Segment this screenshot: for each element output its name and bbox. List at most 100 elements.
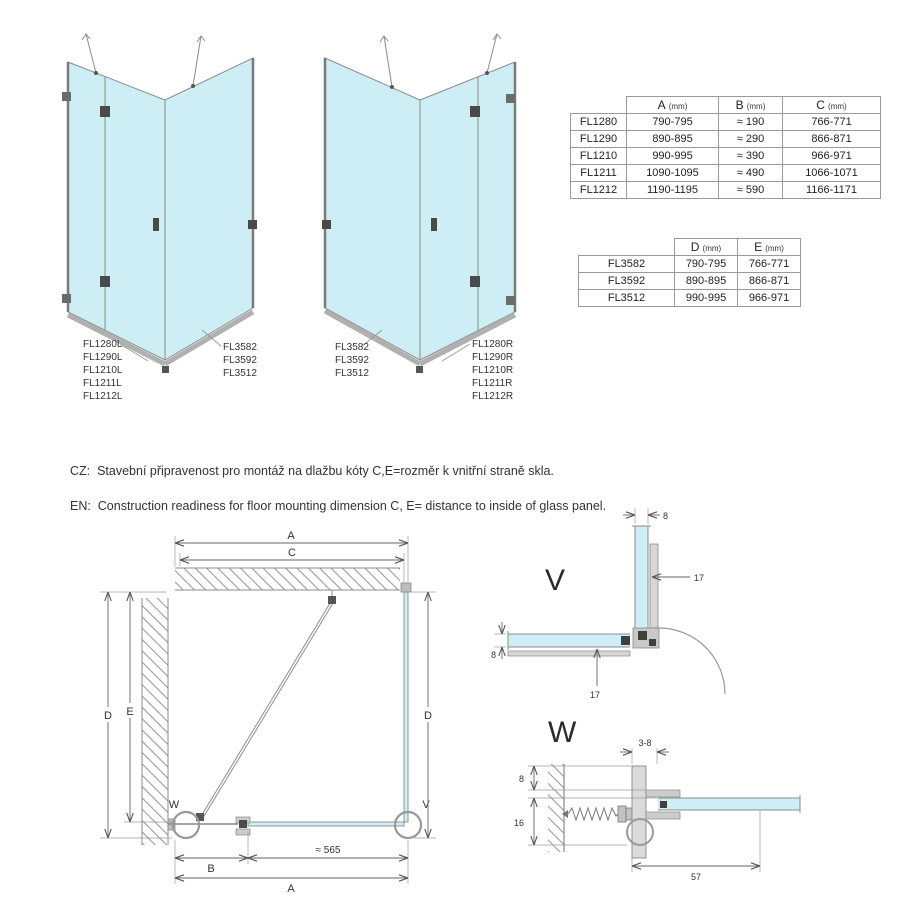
header-letter: C (816, 98, 825, 112)
pivot-block (239, 820, 247, 828)
right-enclosure-drawing: FL3582 FL3592 FL3512 FL1280R FL1290R FL1… (322, 33, 517, 402)
dimensions: 8 17 8 17 (491, 508, 704, 700)
door-top-pivot (328, 596, 336, 604)
wall-profile (400, 582, 412, 593)
support-bar (486, 33, 498, 74)
screw-washer (625, 807, 633, 821)
anchor-screw-tip (562, 810, 568, 818)
hinge-pivot (626, 818, 654, 846)
col-header-D: D (mm) (674, 238, 738, 256)
detail-w-title: W (548, 716, 577, 749)
value-cell: 966-971 (737, 289, 801, 307)
dim-a-bottom-label: A (287, 883, 295, 895)
support-bar-arrow (492, 33, 502, 41)
label-backing (122, 703, 138, 718)
corner-section (507, 525, 726, 695)
value-cell: 990-995 (674, 289, 738, 307)
product-code: FL1290L (83, 352, 123, 363)
product-code: FL1280L (83, 339, 123, 350)
header-letter: D (690, 240, 700, 254)
dim-profile-right-label: 17 (694, 573, 704, 583)
product-code: FL1280R (472, 339, 513, 350)
table-row: FL1212 1190-1195 ≈ 590 1166-1171 (570, 181, 881, 199)
left-enclosure-drawing: FL1280L FL1290L FL1210L FL1211L FL1212L … (62, 33, 257, 402)
value-cell: 1166-1171 (782, 181, 881, 199)
dim-e-label: E (126, 706, 133, 718)
hinge (470, 106, 480, 117)
wall-hatch (548, 764, 564, 852)
header-unit: (mm) (668, 102, 688, 111)
value-cell: ≈ 490 (718, 164, 783, 182)
table-row: FL1290 890-895 ≈ 290 866-871 (570, 130, 881, 148)
corner-bolt (621, 636, 630, 645)
hinge-plate (235, 828, 251, 836)
dim-d-left-label: D (104, 710, 112, 722)
product-code: FL1210R (472, 365, 513, 376)
product-code: FL3592 (335, 355, 369, 366)
support-bar-mount (390, 85, 394, 89)
dim-door-label: ≈ 565 (316, 845, 341, 856)
walls (141, 567, 400, 845)
dim-upper-label: 8 (519, 774, 524, 784)
dim-profile-bottom-label: 17 (590, 690, 600, 700)
dim-glass-top-label: 8 (663, 511, 668, 521)
value-cell: 1090-1095 (626, 164, 719, 182)
value-cell: 766-771 (782, 113, 881, 131)
dim-lower-label: 16 (514, 818, 524, 828)
hinge-section (548, 764, 801, 859)
model-cell: FL3592 (578, 272, 675, 290)
wall-bracket (248, 220, 257, 229)
support-bar (383, 35, 393, 88)
fixed-glass-panel (164, 57, 254, 361)
note-cz: CZ: Stavební připravenost pro montáž na … (70, 464, 554, 478)
value-cell: ≈ 590 (718, 181, 783, 199)
table-row: FL3582 790-795 766-771 (578, 255, 801, 273)
support-bar-arrow (81, 33, 91, 41)
value-cell: 990-995 (626, 147, 719, 165)
table-header-row: A (mm) B (mm) C (mm) (571, 96, 881, 114)
value-cell: 1066-1071 (782, 164, 881, 182)
glass-panel (658, 798, 800, 810)
marker-w-label: W (169, 799, 180, 811)
label-leader (441, 343, 471, 362)
corner-bolt (638, 631, 647, 640)
fixed-panel-glass (403, 591, 409, 823)
table-corner-cell (571, 97, 627, 114)
note-en: EN: Construction readiness for floor mou… (70, 499, 607, 513)
corner-foot (416, 366, 423, 373)
dim-glass-left-label: 8 (491, 650, 496, 660)
dim-d-right-label: D (424, 710, 432, 722)
bottom-rail (163, 309, 255, 367)
product-labels: FL3582 FL3592 FL3512 FL1280R FL1290R FL1… (335, 329, 513, 402)
product-code: FL3512 (335, 368, 369, 379)
corner-foot (162, 366, 169, 373)
value-cell: 890-895 (626, 130, 719, 148)
dimension-table-de: D (mm) E (mm) FL3582 790-795 766-771 FL3… (578, 238, 801, 307)
door-glass-closed (247, 821, 405, 827)
value-cell: 866-871 (737, 272, 801, 290)
door-handle (153, 218, 159, 231)
value-cell: 766-771 (737, 255, 801, 273)
dimensions: A C D E D (100, 530, 436, 895)
screw-head (617, 805, 627, 823)
model-cell: FL1280 (570, 113, 627, 131)
label-backing (100, 707, 116, 722)
value-cell: 790-795 (626, 113, 719, 131)
bottom-rail (418, 312, 517, 367)
header-letter: B (735, 98, 744, 112)
dimensions: 3-8 8 16 57 (514, 738, 761, 882)
dimension-table-abc: A (mm) B (mm) C (mm) FL1280 790-795 ≈ 19… (570, 96, 881, 199)
bottom-rail (66, 312, 167, 367)
header-unit: (mm) (702, 244, 722, 253)
door-open-glass (201, 601, 335, 820)
model-cell: FL1211 (570, 164, 627, 182)
rounded-corner-arc (658, 627, 726, 695)
label-leader (361, 329, 383, 347)
dim-c-label: C (288, 547, 296, 559)
support-bar (192, 35, 202, 87)
fixed-glass-panel (324, 57, 421, 361)
support-bar-mount (485, 71, 489, 75)
header-unit: (mm) (746, 102, 766, 111)
table-row: FL3592 890-895 866-871 (578, 272, 801, 290)
label-leader (119, 343, 149, 362)
